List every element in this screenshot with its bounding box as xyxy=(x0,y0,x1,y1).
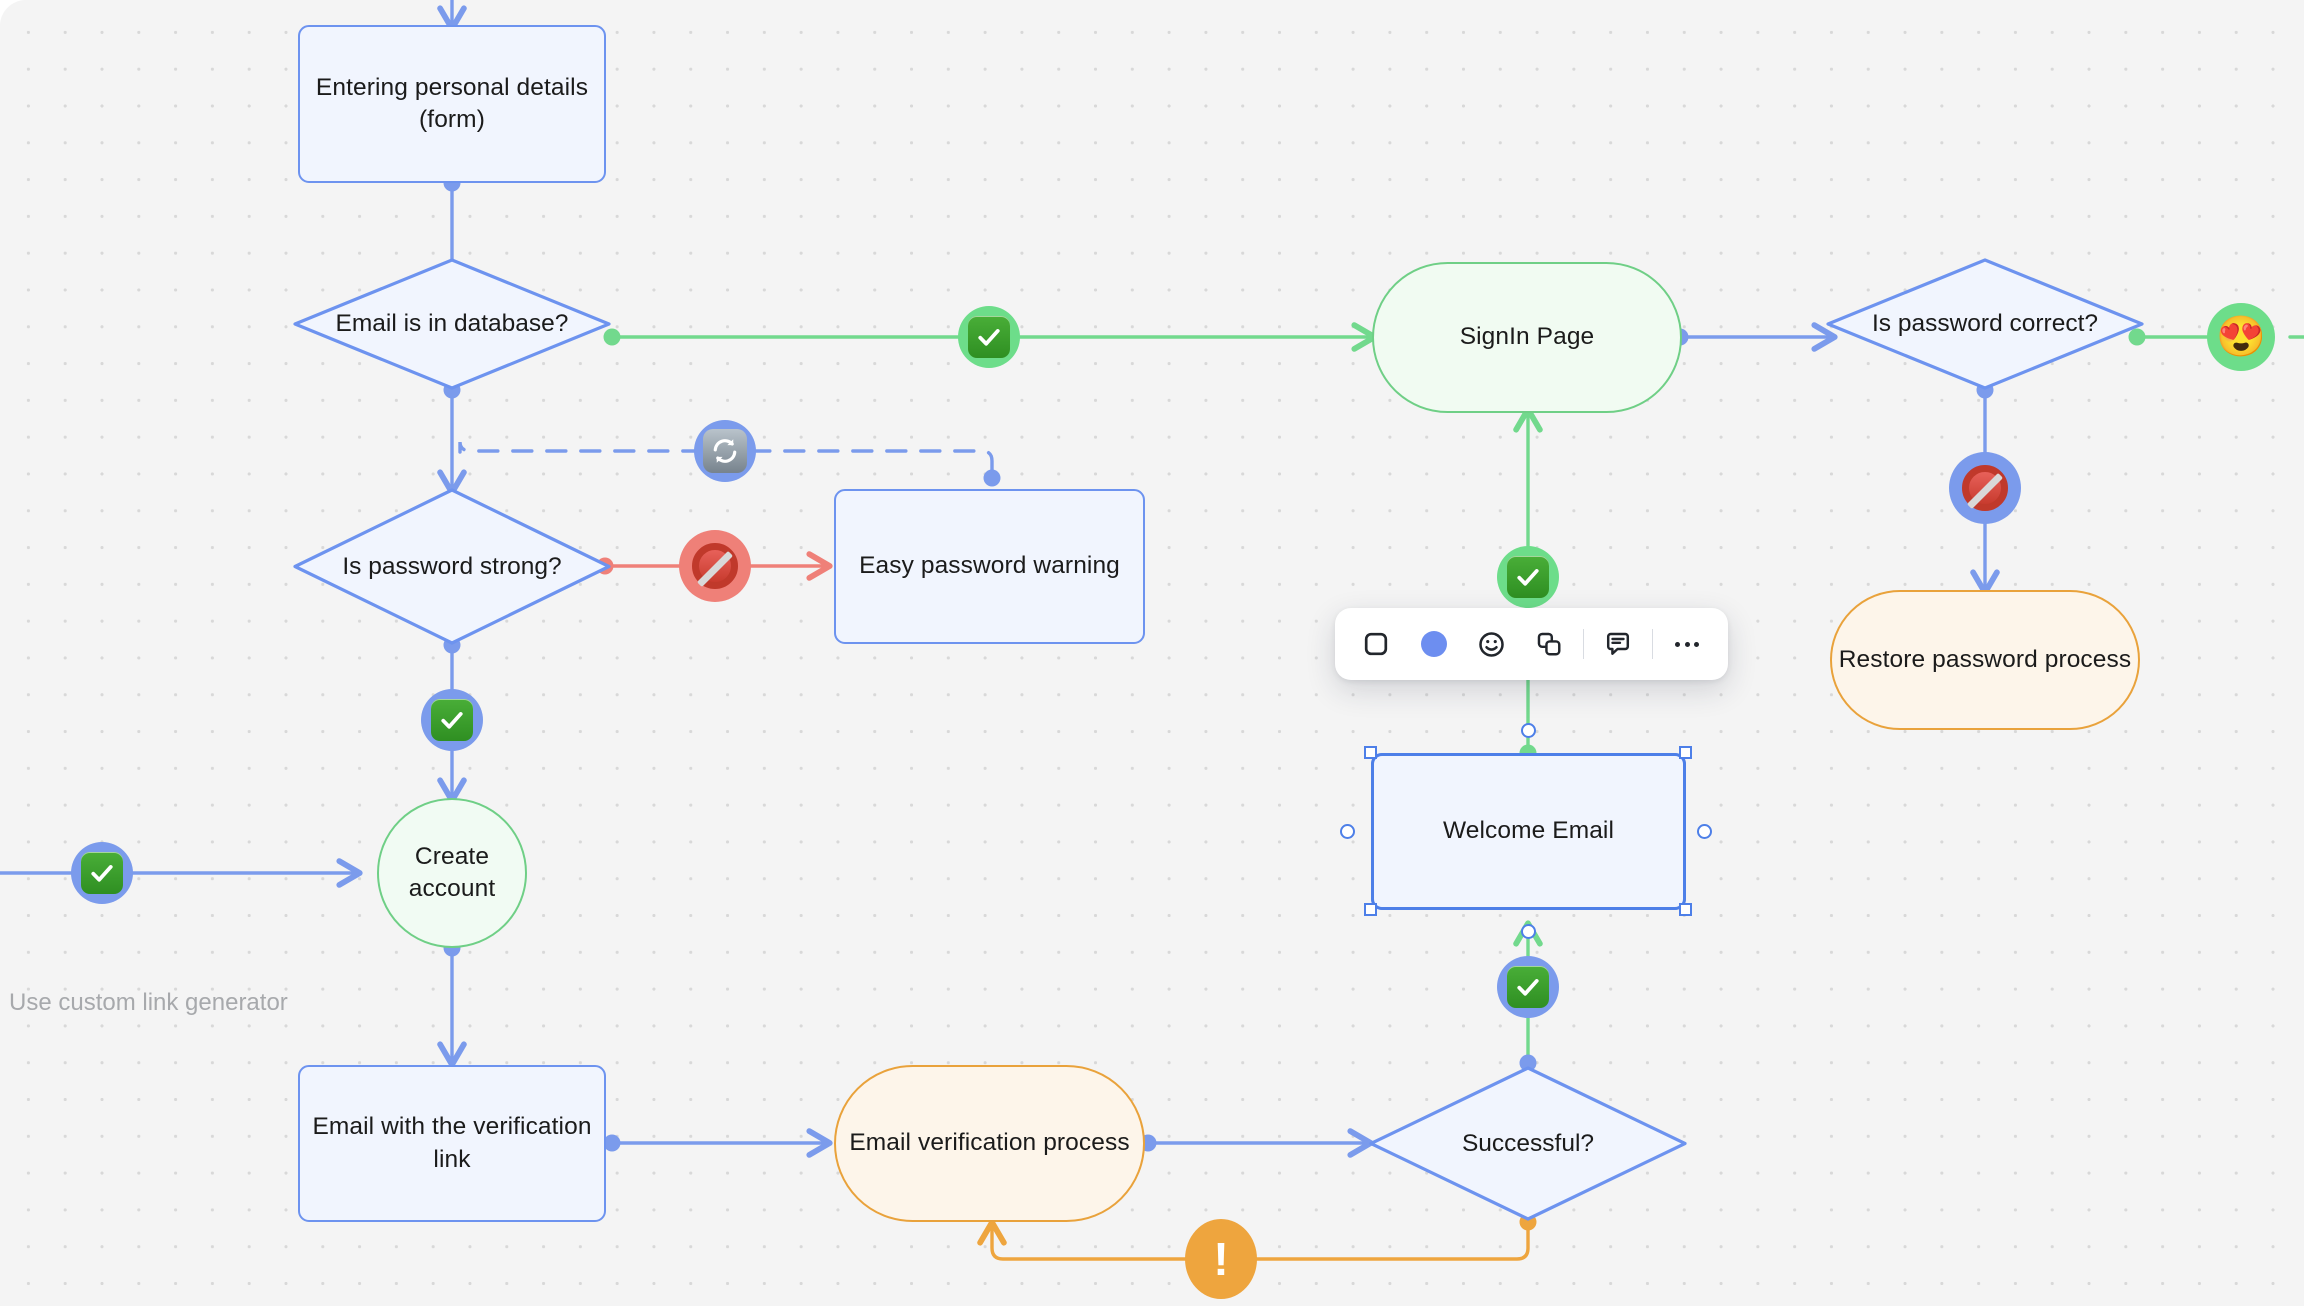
node-email-is-in-database[interactable]: Email is in database? xyxy=(292,257,612,391)
check-mark-icon xyxy=(1507,966,1549,1008)
node-context-toolbar[interactable] xyxy=(1335,608,1728,680)
connection-port-bottom[interactable] xyxy=(1521,924,1536,939)
node-label: Email is in database? xyxy=(335,310,569,337)
edge-badge-warning-verification-failed[interactable]: ! xyxy=(1185,1219,1257,1299)
resize-handle-top-left[interactable] xyxy=(1364,746,1377,759)
node-restore-password-process[interactable]: Restore password process xyxy=(1830,590,2140,730)
node-is-password-strong[interactable]: Is password strong? xyxy=(292,487,612,646)
node-email-verification-process[interactable]: Email verification process xyxy=(834,1065,1145,1222)
edge-badge-check-password-strong[interactable] xyxy=(421,689,483,751)
node-label: Is password strong? xyxy=(342,552,562,580)
toolbar-divider-2 xyxy=(1652,629,1654,659)
node-entering-personal-details[interactable]: Entering personal details (form) xyxy=(298,25,606,183)
ellipsis-icon xyxy=(1675,641,1700,647)
edge-badge-no-entry-password-incorrect[interactable] xyxy=(1949,452,2021,524)
node-label: Email verification process xyxy=(849,1129,1130,1157)
color-swatch-icon xyxy=(1420,631,1447,657)
edge-badge-check-email-exists[interactable] xyxy=(958,306,1020,368)
no-entry-icon xyxy=(692,543,738,589)
resize-handle-bottom-right[interactable] xyxy=(1679,903,1692,916)
check-mark-icon xyxy=(81,852,123,894)
check-mark-icon xyxy=(1507,556,1549,598)
rounded-square-icon xyxy=(1364,632,1388,656)
no-entry-icon xyxy=(1962,465,2008,511)
node-label: Email with the verification link xyxy=(312,1113,592,1173)
toolbar-divider-1 xyxy=(1583,629,1585,659)
canvas-hint-label: Use custom link generator xyxy=(9,989,288,1016)
edge-badge-heart-eyes-login-success[interactable]: 😍 xyxy=(2207,303,2275,371)
connection-port-top[interactable] xyxy=(1521,723,1536,738)
duplicate-tool-button[interactable] xyxy=(1526,621,1572,667)
edge-badge-check-create-account[interactable] xyxy=(71,842,133,904)
node-welcome-email[interactable]: Welcome Email xyxy=(1371,753,1686,910)
diamond-shape xyxy=(1369,1066,1687,1221)
node-label: Restore password process xyxy=(1838,645,2132,673)
connection-port-right[interactable] xyxy=(1697,824,1712,839)
resize-handle-bottom-left[interactable] xyxy=(1364,903,1377,916)
comment-icon xyxy=(1607,632,1630,655)
node-label: Is password correct? xyxy=(1871,310,2099,337)
color-tool-button[interactable] xyxy=(1411,621,1457,667)
smiley-icon xyxy=(1479,631,1504,657)
node-easy-password-warning[interactable]: Easy password warning xyxy=(834,489,1145,644)
comment-tool-button[interactable] xyxy=(1595,621,1641,667)
edge-badge-check-welcome-email-sent[interactable] xyxy=(1497,546,1559,608)
check-mark-icon xyxy=(968,316,1010,358)
node-label: Easy password warning xyxy=(859,552,1120,580)
diamond-shape xyxy=(293,258,611,390)
edge-badge-check-verification-success[interactable] xyxy=(1497,956,1559,1018)
shape-tool-button[interactable] xyxy=(1353,621,1399,667)
more-tool-button[interactable] xyxy=(1664,621,1710,667)
node-label: Successful? xyxy=(1461,1129,1595,1157)
node-signin-page[interactable]: SignIn Page xyxy=(1372,262,1682,413)
exclamation-icon: ! xyxy=(1213,1233,1229,1285)
node-label: Create account xyxy=(408,842,496,902)
node-label: SignIn Page xyxy=(1459,323,1595,351)
node-label: Entering personal details (form) xyxy=(315,73,589,133)
edge-badge-no-entry-weak-password[interactable] xyxy=(679,530,751,602)
node-is-password-correct[interactable]: Is password correct? xyxy=(1825,257,2145,391)
node-label: Welcome Email xyxy=(1442,817,1615,845)
node-email-with-verification-link[interactable]: Email with the verification link xyxy=(298,1065,606,1222)
node-successful[interactable]: Successful? xyxy=(1368,1065,1688,1222)
resize-handle-top-right[interactable] xyxy=(1679,746,1692,759)
emoji-tool-button[interactable] xyxy=(1469,621,1515,667)
diamond-shape xyxy=(293,488,611,645)
check-mark-icon xyxy=(431,699,473,741)
connection-port-left[interactable] xyxy=(1340,824,1355,839)
duplicate-icon xyxy=(1538,632,1561,656)
refresh-icon xyxy=(703,429,747,473)
edge-badge-refresh-resubmit[interactable] xyxy=(694,420,756,482)
heart-eyes-icon: 😍 xyxy=(2216,315,2266,359)
node-create-account[interactable]: Create account xyxy=(377,798,527,948)
diamond-shape xyxy=(1826,258,2144,390)
